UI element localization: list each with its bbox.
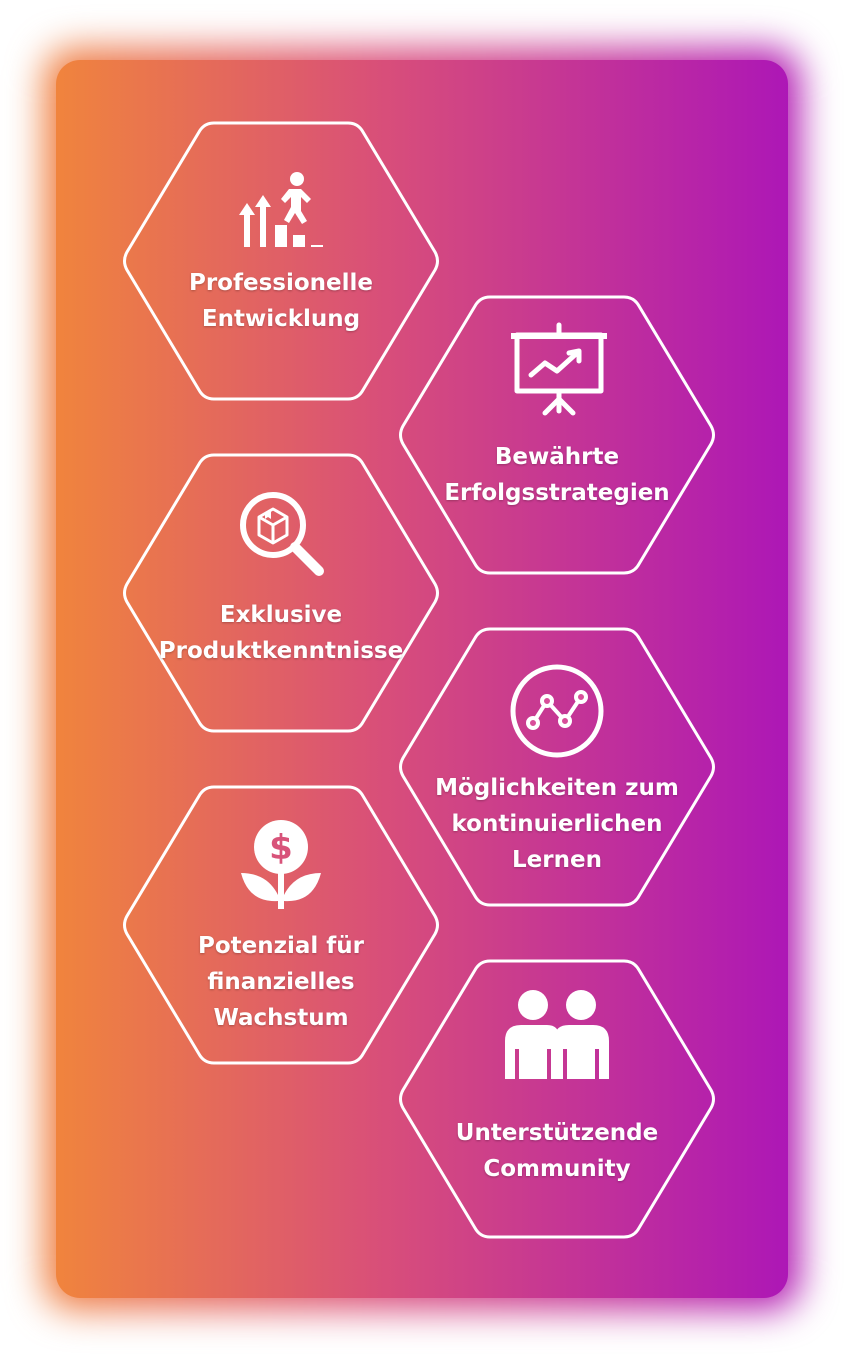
svg-text:$: $ xyxy=(269,828,293,868)
hexagon-outline xyxy=(123,785,439,1065)
feature-hex-professional-development: Professionelle Entwicklung xyxy=(121,121,441,401)
presentation-chart-icon xyxy=(507,321,607,421)
feature-card-background xyxy=(56,60,788,1298)
feature-label: Bewährte Erfolgsstrategien xyxy=(444,444,670,506)
hexagon-outline xyxy=(399,627,715,907)
feature-hex-financial-growth: $ Potenzial für finanzielles Wachstum xyxy=(121,785,441,1065)
feature-hex-product-knowledge: Exklusive Produktkenntnisse xyxy=(121,453,441,733)
hexagon-outline xyxy=(399,295,715,575)
feature-hex-continuous-learning: Möglichkeiten zum kontinuierlichen Lerne… xyxy=(397,627,717,907)
feature-label: Potenzial für finanzielles Wachstum xyxy=(197,933,365,1031)
career-growth-icon xyxy=(231,147,331,247)
feature-label: Exklusive Produktkenntnisse xyxy=(158,602,404,664)
hexagon-outline xyxy=(399,959,715,1239)
feature-hex-proven-strategies: Bewährte Erfolgsstrategien xyxy=(397,295,717,575)
hexagon-outline xyxy=(123,121,439,401)
line-graph-icon xyxy=(507,661,607,761)
money-plant-icon: $ xyxy=(231,811,331,911)
product-search-icon xyxy=(231,479,331,579)
feature-hex-supportive-community: Unterstützende Community xyxy=(397,959,717,1239)
hexagon-outline xyxy=(123,453,439,733)
feature-label: Möglichkeiten zum kontinuierlichen Lerne… xyxy=(435,775,679,873)
feature-label: Professionelle Entwicklung xyxy=(188,270,373,332)
community-people-icon xyxy=(497,987,617,1087)
feature-label: Unterstützende Community xyxy=(455,1120,659,1182)
